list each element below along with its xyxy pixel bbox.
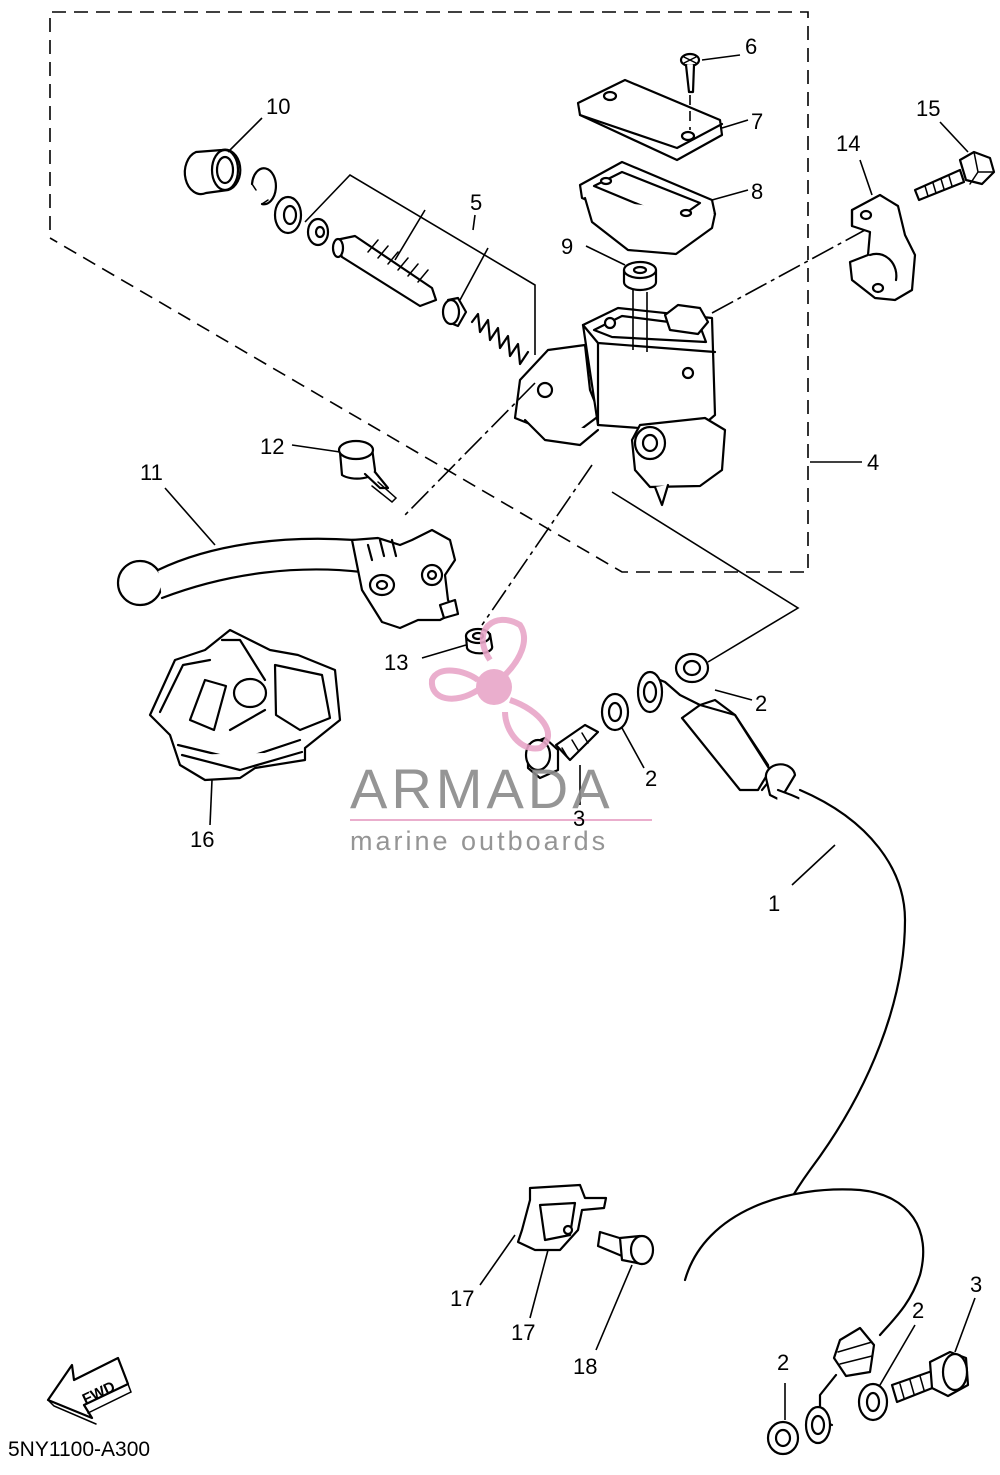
body-clamp-centerline [711, 229, 866, 314]
pivot-centerline [404, 382, 536, 516]
washer-upper-a [600, 692, 630, 732]
reservoir-cap [576, 78, 724, 162]
watermark-brand: ARMADA [350, 757, 614, 820]
washer-lower-a [857, 1382, 889, 1422]
label-2-lower-right: 2 [912, 1298, 924, 1323]
hose-guide [516, 1183, 608, 1252]
label-2-upper-left: 2 [645, 766, 657, 791]
fwd-arrow: FWD [46, 1356, 132, 1425]
guide-bolt [596, 1230, 655, 1266]
label-18: 18 [573, 1354, 597, 1379]
assembly-outline [49, 11, 809, 573]
label-9: 9 [561, 234, 573, 259]
label-10: 10 [266, 94, 290, 119]
leader-lines [164, 54, 976, 1420]
armada-watermark: ARMADA marine outboards [350, 617, 652, 856]
clamp-bolt [913, 150, 996, 202]
handlebar-clamp [848, 193, 917, 302]
washer-upper-b [674, 652, 710, 684]
float [622, 260, 658, 292]
label-2-lower-left: 2 [777, 1350, 789, 1375]
label-4: 4 [867, 450, 879, 475]
label-8: 8 [751, 179, 763, 204]
drawing-code: 5NY1100-A300 [8, 1438, 150, 1461]
label-13: 13 [384, 650, 408, 675]
piston-kit-bracket [304, 173, 536, 355]
banjo-bolt-lower [890, 1350, 970, 1404]
lever-nut [464, 627, 494, 655]
nut-centerline [481, 464, 593, 626]
watermark-tagline: marine outboards [350, 826, 608, 856]
label-16: 16 [190, 827, 214, 852]
brake-hose [636, 670, 925, 1445]
label-5: 5 [470, 190, 482, 215]
cap-screw [679, 52, 701, 94]
part-number-labels: 6 7 8 9 10 5 14 15 12 11 4 13 16 2 2 3 1… [140, 34, 982, 1379]
label-2-upper-right: 2 [755, 691, 767, 716]
label-17-right: 17 [511, 1320, 535, 1345]
label-6: 6 [745, 34, 757, 59]
propeller-logo [428, 617, 551, 752]
label-14: 14 [836, 131, 860, 156]
diaphragm [578, 160, 717, 256]
label-17-left: 17 [450, 1286, 474, 1311]
label-11: 11 [140, 460, 163, 485]
pivot-bolt [337, 439, 398, 504]
label-3-upper: 3 [573, 806, 585, 831]
label-15: 15 [916, 96, 940, 121]
label-12: 12 [260, 434, 284, 459]
float-centerline [632, 290, 648, 352]
brake-lever [116, 528, 460, 630]
master-cylinder-body [513, 303, 727, 507]
lever-cover [148, 628, 342, 782]
washer-lower-b [766, 1420, 800, 1456]
label-1: 1 [768, 891, 780, 916]
label-7: 7 [751, 109, 763, 134]
piston-kit [183, 148, 530, 366]
label-3-lower: 3 [970, 1272, 982, 1297]
